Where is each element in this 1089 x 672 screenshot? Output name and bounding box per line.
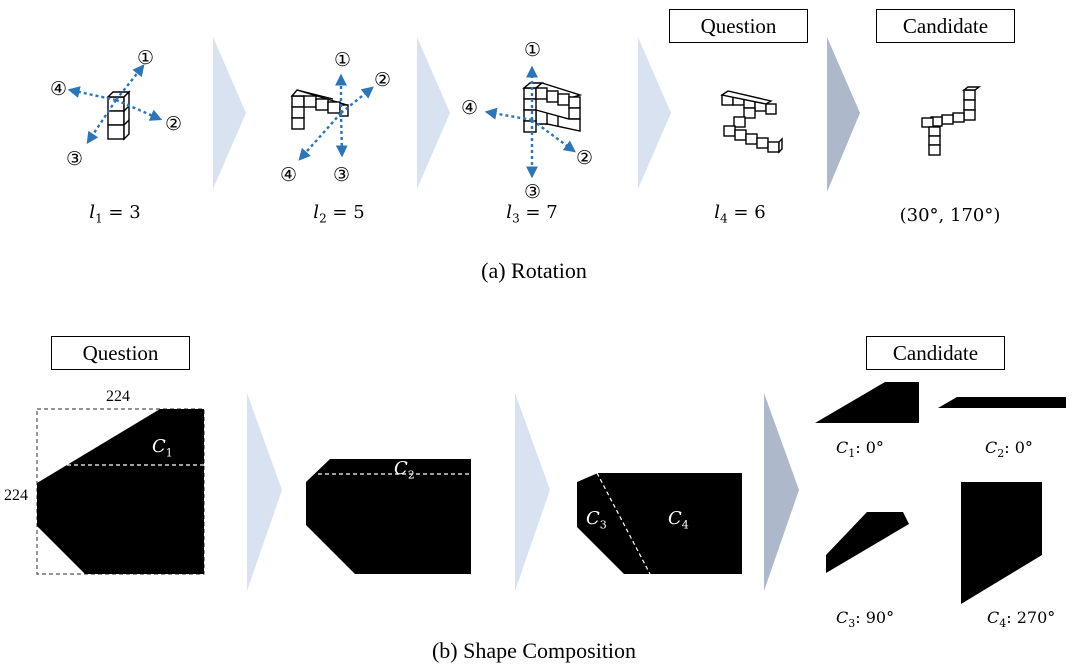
step2-piece-label-c3: C3 (586, 508, 607, 532)
composition-step-2-cut (596, 472, 651, 575)
composition-question-box: Question (51, 336, 190, 370)
flow-arrow-6 (515, 393, 550, 591)
candidate-cube-structure (921, 86, 982, 156)
composition-step-1-shape (306, 459, 471, 574)
candidate-piece-c2 (938, 397, 1066, 408)
flow-arrow-3 (638, 37, 671, 189)
candidate-label-c4: C4: 270° (987, 608, 1055, 630)
candidate-c1-var: C (836, 438, 849, 457)
candidate-c3-var: C (836, 608, 849, 627)
step-length-4-value: = 6 (727, 202, 766, 223)
candidate-c3-angle: : 90° (855, 608, 895, 627)
candidate-c1-angle: : 0° (855, 438, 884, 457)
marker-2-step2: ② (374, 69, 392, 91)
flow-arrow-5 (247, 393, 282, 591)
candidate-c2-angle: : 0° (1004, 438, 1033, 457)
marker-3-step3: ③ (524, 181, 542, 203)
step2-c4-var: C (668, 508, 682, 529)
cube-structure-2 (290, 89, 349, 130)
marker-2-step3: ② (576, 147, 594, 169)
candidate-c4-var: C (987, 608, 1000, 627)
candidate-c2-var: C (985, 438, 998, 457)
candidate-c3-sub: 3 (848, 617, 856, 631)
axes-1 (67, 64, 163, 144)
question-c1-var: C (152, 436, 166, 457)
step-length-2-var: l (313, 202, 320, 223)
step-length-4-var: l (714, 202, 721, 223)
step2-c4-sub: 4 (681, 518, 689, 532)
step-length-2-sub: 2 (319, 211, 327, 226)
step-length-3-value: = 7 (519, 202, 558, 223)
question-c1-sub: 1 (165, 446, 173, 460)
candidate-label-c1: C1: 0° (836, 438, 884, 460)
cube-structure-1 (106, 90, 131, 141)
height-dimension: 224 (4, 487, 28, 504)
candidate-c2-sub: 2 (997, 447, 1005, 461)
marker-1-step2: ① (334, 49, 352, 71)
step1-c2-sub: 2 (407, 468, 415, 482)
candidate-c1-sub: 1 (848, 447, 856, 461)
step-length-2: l2 = 5 (304, 202, 374, 226)
flow-arrow-7 (764, 393, 799, 591)
step-length-1-value: = 3 (102, 202, 141, 223)
candidate-piece-c3 (826, 512, 909, 573)
step-length-4-sub: 4 (720, 211, 728, 226)
flow-arrow-2 (417, 37, 450, 189)
step-length-1-sub: 1 (95, 211, 103, 226)
flow-arrow-4 (827, 37, 860, 192)
step-length-4: l4 = 6 (705, 202, 775, 226)
candidate-piece-c4 (961, 482, 1042, 604)
width-dimension: 224 (106, 388, 130, 405)
rotation-caption: (a) Rotation (481, 258, 587, 283)
step1-c2-var: C (394, 458, 408, 479)
marker-4-step1: ④ (50, 78, 68, 100)
marker-4-step2: ④ (280, 164, 298, 186)
marker-4-step3: ④ (461, 97, 479, 119)
step-length-3-sub: 3 (512, 211, 520, 226)
composition-step-2-shape (577, 473, 742, 574)
step2-c3-var: C (586, 508, 600, 529)
step-length-1-var: l (89, 202, 96, 223)
marker-1-step1: ① (137, 47, 155, 69)
question-shape (37, 409, 204, 574)
step-length-3-var: l (506, 202, 513, 223)
rotation-candidate-box: Candidate (876, 9, 1015, 43)
step2-c3-sub: 3 (599, 518, 607, 532)
step1-piece-label-c2: C2 (394, 458, 415, 482)
composition-caption: (b) Shape Composition (431, 638, 637, 663)
marker-1-step3: ① (524, 39, 542, 61)
question-piece-label-c1: C1 (152, 436, 173, 460)
candidate-c4-sub: 4 (999, 617, 1007, 631)
flow-arrow-1 (213, 37, 246, 189)
axes-3 (484, 65, 576, 179)
step2-piece-label-c4: C4 (668, 508, 689, 532)
marker-2-step1: ② (165, 113, 183, 135)
candidate-angles: (30°, 170°) (899, 205, 1001, 226)
candidate-label-c2: C2: 0° (985, 438, 1033, 460)
question-cube-structure (720, 90, 783, 154)
cube-structure-3 (522, 82, 583, 133)
step-length-3: l3 = 7 (497, 202, 567, 226)
candidate-c4-angle: : 270° (1006, 608, 1056, 627)
rotation-question-box: Question (669, 9, 808, 43)
marker-3-step2: ③ (333, 164, 351, 186)
candidate-label-c3: C3: 90° (836, 608, 894, 630)
marker-3-step1: ③ (66, 148, 84, 170)
step-length-1: l1 = 3 (80, 202, 150, 226)
composition-candidate-box: Candidate (866, 336, 1005, 370)
candidate-piece-c1 (815, 382, 919, 423)
axes-2 (298, 73, 374, 161)
step-length-2-value: = 5 (326, 202, 365, 223)
